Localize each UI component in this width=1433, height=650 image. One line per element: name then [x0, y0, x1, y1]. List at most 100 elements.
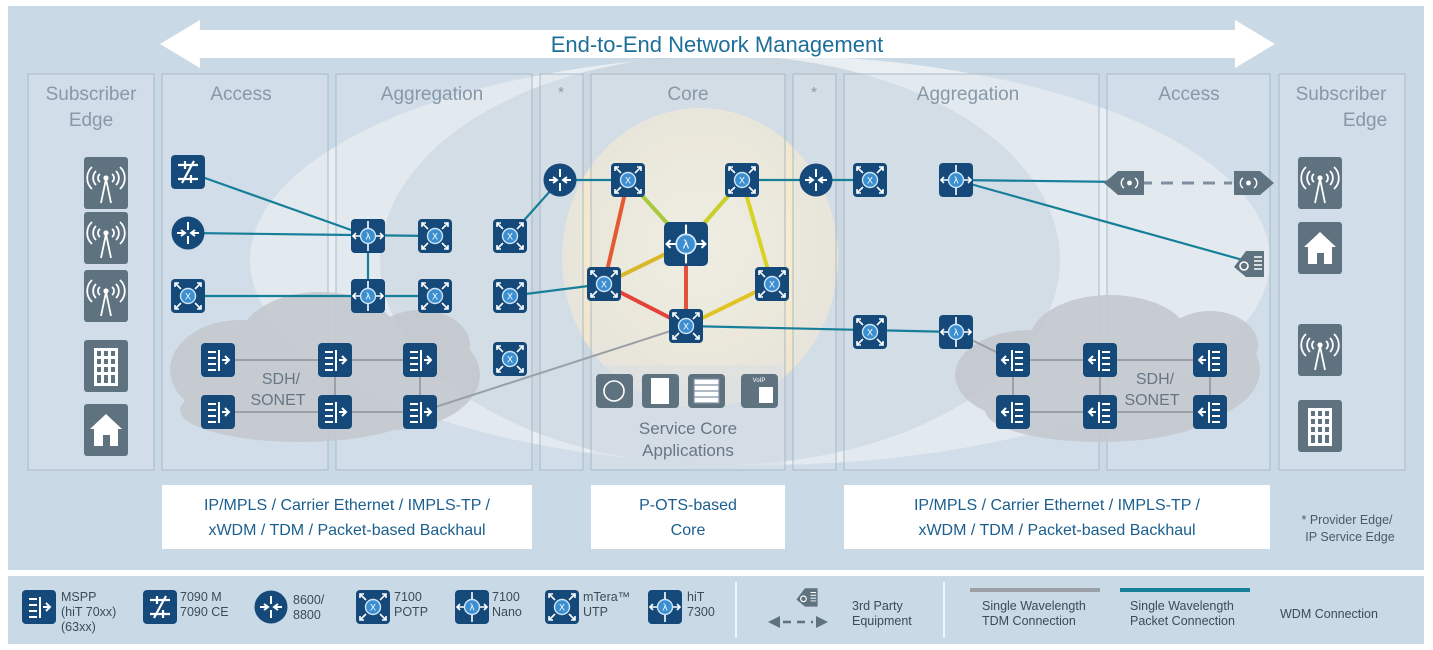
- legend-mspp-l1: MSPP: [61, 590, 96, 604]
- mspp-icon: [201, 343, 235, 377]
- nano-switch-icon: [939, 315, 973, 349]
- caption-left: IP/MPLS / Carrier Ethernet / IMPLS-TP / x…: [204, 497, 491, 539]
- zone-subscriber-edge-right-l1: Subscriber: [1296, 84, 1387, 105]
- footnote-l2: IP Service Edge: [1305, 530, 1394, 544]
- zone-provider-edge-right: *: [811, 84, 817, 101]
- potp-switch-icon: [418, 279, 452, 313]
- office-building-icon: [1298, 400, 1342, 452]
- legend-8600: 8600/8800: [293, 593, 325, 622]
- 7090-switch-icon: [171, 155, 205, 189]
- mspp-icon: [403, 395, 437, 429]
- caption-left-l2: xWDM / TDM / Packet-based Backhaul: [208, 522, 485, 539]
- potp-switch-icon: [853, 315, 887, 349]
- house-icon: [84, 404, 128, 456]
- legend-tdm-l1: Single Wavelength: [982, 599, 1086, 613]
- service-core-title-l1: Service Core: [639, 419, 737, 438]
- legend-packet-l2: Packet Connection: [1130, 614, 1235, 628]
- office-building-icon: [84, 340, 128, 392]
- voip-badge: VoIP: [753, 378, 766, 384]
- zone-provider-edge-left: *: [558, 84, 564, 101]
- end-to-end-banner: End-to-End Network Management: [160, 20, 1275, 68]
- cloud-label-left: SDH/SONET: [250, 371, 305, 409]
- mspp-icon: [403, 343, 437, 377]
- router-icon: [799, 163, 833, 197]
- potp-switch-icon: [493, 219, 527, 253]
- legend-8600-l1: 8600/: [293, 593, 325, 607]
- legend-3rd-party-l2: Equipment: [852, 614, 912, 628]
- banner-title: End-to-End Network Management: [551, 32, 884, 57]
- storage-icon: [596, 374, 633, 408]
- legend-nano-l2: Nano: [492, 605, 522, 619]
- hit-7300-icon: [664, 222, 708, 266]
- legend-nano-l1: 7100: [492, 590, 520, 604]
- caption-center-l2: Core: [671, 522, 706, 539]
- legend-packet-l1: Single Wavelength: [1130, 599, 1234, 613]
- legend-potp-l1: 7100: [394, 590, 422, 604]
- nano-switch-icon: [351, 279, 385, 313]
- potp-switch-icon: [418, 219, 452, 253]
- legend-7090-l2: 7090 CE: [180, 605, 229, 619]
- mspp-icon: [22, 590, 56, 624]
- mspp-icon: [996, 343, 1030, 377]
- caption-right: IP/MPLS / Carrier Ethernet / IMPLS-TP /x…: [914, 497, 1201, 539]
- 7090-switch-icon: [143, 590, 177, 624]
- zone-subscriber-edge-right-l2: Edge: [1343, 110, 1387, 131]
- legend-7090-l1: 7090 M: [180, 590, 222, 604]
- mtera-switch-icon: [545, 590, 579, 624]
- mspp-icon: [201, 395, 235, 429]
- legend-hit-l2: 7300: [687, 605, 715, 619]
- house-icon: [1298, 222, 1342, 274]
- potp-switch-icon: [587, 267, 621, 301]
- legend-tdm-l2: TDM Connection: [982, 614, 1076, 628]
- nano-switch-icon: [351, 219, 385, 253]
- legend-mtera-l1: mTera™: [583, 590, 630, 604]
- mspp-icon: [1083, 343, 1117, 377]
- mspp-icon: [318, 343, 352, 377]
- service-core-title-l2: Applications: [642, 441, 734, 460]
- legend-third-party-symbol: [768, 587, 828, 628]
- nano-switch-icon: [939, 163, 973, 197]
- potp-switch-icon: [853, 163, 887, 197]
- mspp-icon: [996, 395, 1030, 429]
- caption-center-l1: P-OTS-based: [639, 497, 737, 514]
- router-icon: [254, 590, 288, 624]
- potp-switch-icon: [725, 163, 759, 197]
- caption-left-l1: IP/MPLS / Carrier Ethernet / IMPLS-TP /: [204, 497, 491, 514]
- mspp-icon: [1083, 395, 1117, 429]
- legend-mspp-l3: (63xx): [61, 620, 96, 634]
- caption-boxes: [162, 485, 1270, 549]
- zone-access-right: Access: [1158, 84, 1219, 105]
- legend-hit-l1: hiT: [687, 590, 705, 604]
- potp-switch-icon: [171, 279, 205, 313]
- zone-subscriber-edge-left-l2: Edge: [69, 110, 113, 131]
- zone-aggregation-right: Aggregation: [917, 84, 1019, 105]
- legend-3rd-party-l1: 3rd Party: [852, 599, 903, 613]
- cloud-label-right: SDH/SONET: [1124, 371, 1179, 409]
- cell-tower-icon: [1298, 324, 1342, 376]
- zone-aggregation-left: Aggregation: [381, 84, 483, 105]
- cell-tower-icon: [1298, 157, 1342, 209]
- zone-core: Core: [667, 84, 708, 105]
- cell-tower-icon: [84, 212, 128, 264]
- router-icon: [171, 216, 205, 250]
- footnote-l1: * Provider Edge/: [1301, 513, 1393, 527]
- caption-right-l2: xWDM / TDM / Packet-based Backhaul: [918, 522, 1195, 539]
- legend-mspp-l2: (hiT 70xx): [61, 605, 116, 619]
- potp-switch-icon: [669, 309, 703, 343]
- zone-access-left: Access: [210, 84, 271, 105]
- mspp-icon: [1193, 343, 1227, 377]
- legend-mspp: MSPP(hiT 70xx)(63xx): [61, 590, 116, 634]
